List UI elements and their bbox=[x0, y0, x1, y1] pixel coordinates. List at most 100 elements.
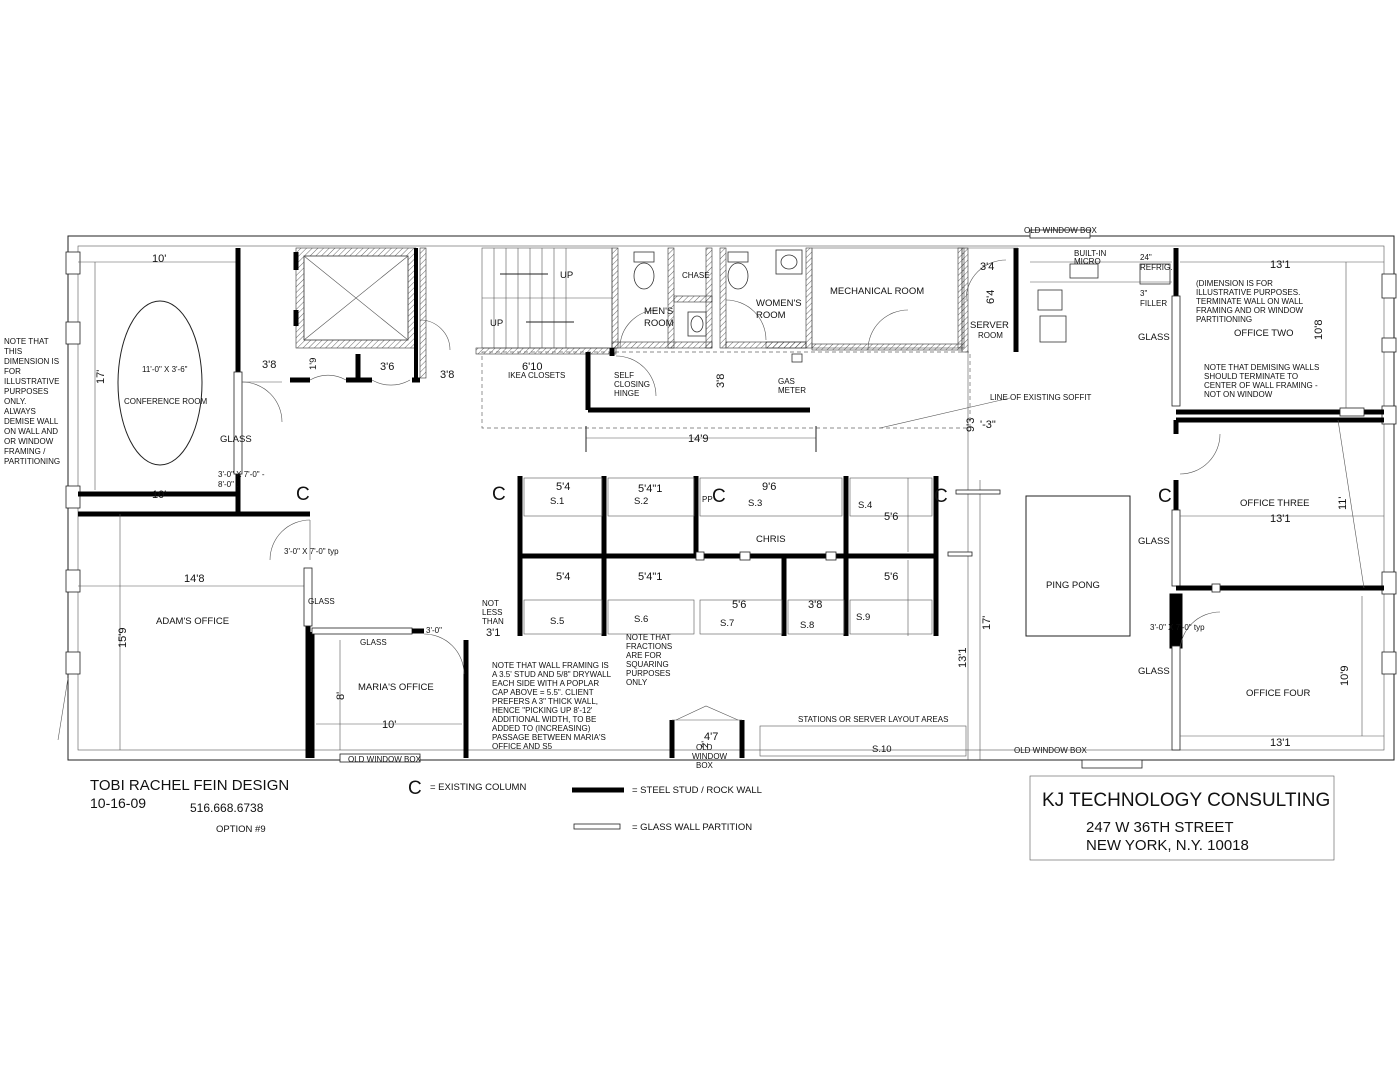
left-note-line: ILLUSTRATIVE bbox=[4, 377, 59, 386]
built-in-micro-label: MICRO bbox=[1074, 257, 1101, 266]
mechanical-room-label: MECHANICAL ROOM bbox=[830, 286, 924, 297]
left-note-line: THIS bbox=[4, 347, 22, 356]
office-two-note: (DIMENSION IS FOR bbox=[1196, 279, 1273, 288]
dimension-label: 13'1 bbox=[1270, 737, 1290, 749]
column-marker: C bbox=[712, 486, 726, 507]
conference-table-size: 11'-0" X 3'-6" bbox=[142, 365, 188, 374]
womens-room-label: WOMEN'S bbox=[756, 298, 802, 309]
mens-room-label: MEN'S bbox=[644, 306, 673, 317]
door-short-label: 3'-0" bbox=[426, 626, 442, 635]
glass-label: GLASS bbox=[1138, 332, 1170, 343]
door-typ-label: 3'-0" X 7'-0" typ bbox=[1150, 623, 1205, 632]
station-label: S.6 bbox=[634, 614, 648, 625]
left-note-line: DIMENSION IS bbox=[4, 357, 59, 366]
not-less-than-label: THAN bbox=[482, 617, 504, 626]
glass-label: GLASS bbox=[360, 638, 387, 647]
not-less-than-label: LESS bbox=[482, 608, 502, 617]
bottom-center-labels: 4'7 2' OLD WINDOW BOX STATIONS OR SERVER… bbox=[692, 580, 1100, 770]
glass-label: GLASS bbox=[1138, 666, 1170, 677]
dimension-label: 5'6 bbox=[884, 511, 898, 523]
adams-office-labels: 3'-0" X 7'-0" typ 14'8 GLASS ADAM'S OFFI… bbox=[117, 547, 339, 648]
old-window-box-inline: WINDOW bbox=[692, 752, 728, 761]
dimension-label: 3'6 bbox=[380, 361, 394, 373]
ping-pong-table bbox=[1025, 495, 1131, 637]
station-label: S.5 bbox=[550, 616, 564, 627]
office-two-labels: 13'1 (DIMENSION IS FOR ILLUSTRATIVE PURP… bbox=[1138, 259, 1325, 399]
fractions-note: PURPOSES bbox=[626, 669, 670, 678]
dimension-label: 13'1 bbox=[1270, 513, 1290, 525]
demising-note: NOT ON WINDOW bbox=[1204, 390, 1273, 399]
legend: C = EXISTING COLUMN = STEEL STUD / ROCK … bbox=[408, 778, 762, 833]
chris-label: CHRIS bbox=[756, 534, 786, 545]
client-street: 247 W 36TH STREET bbox=[1086, 819, 1234, 836]
office-three-label: OFFICE THREE bbox=[1240, 498, 1310, 509]
wall-framing-line: EACH SIDE WITH A POPLAR bbox=[492, 679, 599, 688]
door-typ-label: 3'-0" X 7'-0" typ bbox=[284, 547, 339, 556]
column-marker: C bbox=[934, 486, 948, 507]
left-note-line: FRAMING / bbox=[4, 447, 46, 456]
left-note-line: PURPOSES bbox=[4, 387, 48, 396]
ping-pong-label: PING PONG bbox=[1046, 580, 1100, 591]
station-label: S.10 bbox=[872, 744, 892, 755]
office-three-labels: C OFFICE THREE 13'1 11' GLASS bbox=[1138, 486, 1349, 547]
dimension-label: 10' bbox=[152, 489, 166, 501]
ikea-closets-label: IKEA CLOSETS bbox=[508, 371, 565, 380]
client-city: NEW YORK, N.Y. 10018 bbox=[1086, 837, 1249, 854]
wall-framing-line: HENCE "PICKING UP 8'-12' bbox=[492, 706, 593, 715]
office-four-label: OFFICE FOUR bbox=[1246, 688, 1311, 699]
building-outline bbox=[57, 229, 1397, 769]
glass-label: GLASS bbox=[1138, 536, 1170, 547]
conference-room-label: CONFERENCE ROOM bbox=[124, 397, 207, 406]
dimension-label: 3'8 bbox=[715, 374, 727, 388]
left-note-line: ON WALL AND bbox=[4, 427, 58, 436]
office-two-label: OFFICE TWO bbox=[1234, 328, 1293, 339]
wall-framing-line: PASSAGE BETWEEN MARIA'S bbox=[492, 733, 606, 742]
workstation-labels: C 5'4 S.1 5'4"1 S.2 PP C 9'6 S.3 S.4 C 5… bbox=[482, 481, 948, 687]
dimension-label: 15'9 bbox=[117, 628, 129, 648]
dimension-label: 10'8 bbox=[1313, 320, 1325, 340]
legend-glass-symbol bbox=[573, 823, 621, 830]
womens-room-label: ROOM bbox=[756, 310, 786, 321]
wall-framing-line: NOTE THAT WALL FRAMING IS bbox=[492, 661, 609, 670]
old-window-box-inline: BOX bbox=[696, 761, 714, 770]
server-room-label: SERVER bbox=[970, 320, 1009, 331]
mens-room-label: ROOM bbox=[644, 318, 674, 329]
dimension-label: 17' bbox=[95, 370, 107, 384]
client-name: KJ TECHNOLOGY CONSULTING bbox=[1042, 790, 1330, 811]
old-window-box-label: OLD WINDOW BOX bbox=[348, 755, 422, 764]
wall-framing-line: ADDITIONAL WIDTH, TO BE bbox=[492, 715, 596, 724]
dimension-label: '-3" bbox=[980, 419, 996, 431]
filler-label: 3" bbox=[1140, 289, 1147, 298]
dimension-label: 8' bbox=[335, 692, 347, 700]
office-two-note: PARTITIONING bbox=[1196, 315, 1252, 324]
door-label: 8'-0" . bbox=[218, 480, 238, 489]
self-closing-label: SELF bbox=[614, 371, 634, 380]
station-label: S.3 bbox=[748, 498, 762, 509]
dimension-label: 13'1 bbox=[957, 648, 969, 668]
server-room-label: ROOM bbox=[978, 331, 1003, 340]
dimension-label: 5'6 bbox=[732, 599, 746, 611]
dimension-label: 5'4 bbox=[556, 571, 570, 583]
self-closing-label: HINGE bbox=[614, 389, 639, 398]
station-label: S.7 bbox=[720, 618, 734, 629]
dimension-label: 6'10 bbox=[522, 361, 542, 373]
dimension-label: 1'9 bbox=[308, 358, 319, 370]
left-note-line: FOR bbox=[4, 367, 21, 376]
legend-column-symbol: C bbox=[408, 778, 422, 799]
refrig-label: 24" bbox=[1140, 253, 1152, 262]
wall-framing-line: OFFICE AND S5 bbox=[492, 742, 553, 751]
demising-note: CENTER OF WALL FRAMING - bbox=[1204, 381, 1318, 390]
dimension-label: 11' bbox=[1337, 496, 1349, 510]
client-block: KJ TECHNOLOGY CONSULTING 247 W 36TH STRE… bbox=[1029, 775, 1335, 861]
stair-up-label: UP bbox=[490, 318, 503, 329]
workstations bbox=[517, 476, 939, 636]
station-label: S.9 bbox=[856, 612, 870, 623]
corridor bbox=[481, 348, 1011, 760]
left-note-line: DEMISE WALL bbox=[4, 417, 59, 426]
right-offices bbox=[1169, 248, 1384, 751]
left-note-line: ALWAYS bbox=[4, 407, 36, 416]
fractions-note: ARE FOR bbox=[626, 651, 662, 660]
dimension-label: 5'4"1 bbox=[638, 483, 662, 495]
dimension-label: 4'7 bbox=[704, 731, 718, 743]
